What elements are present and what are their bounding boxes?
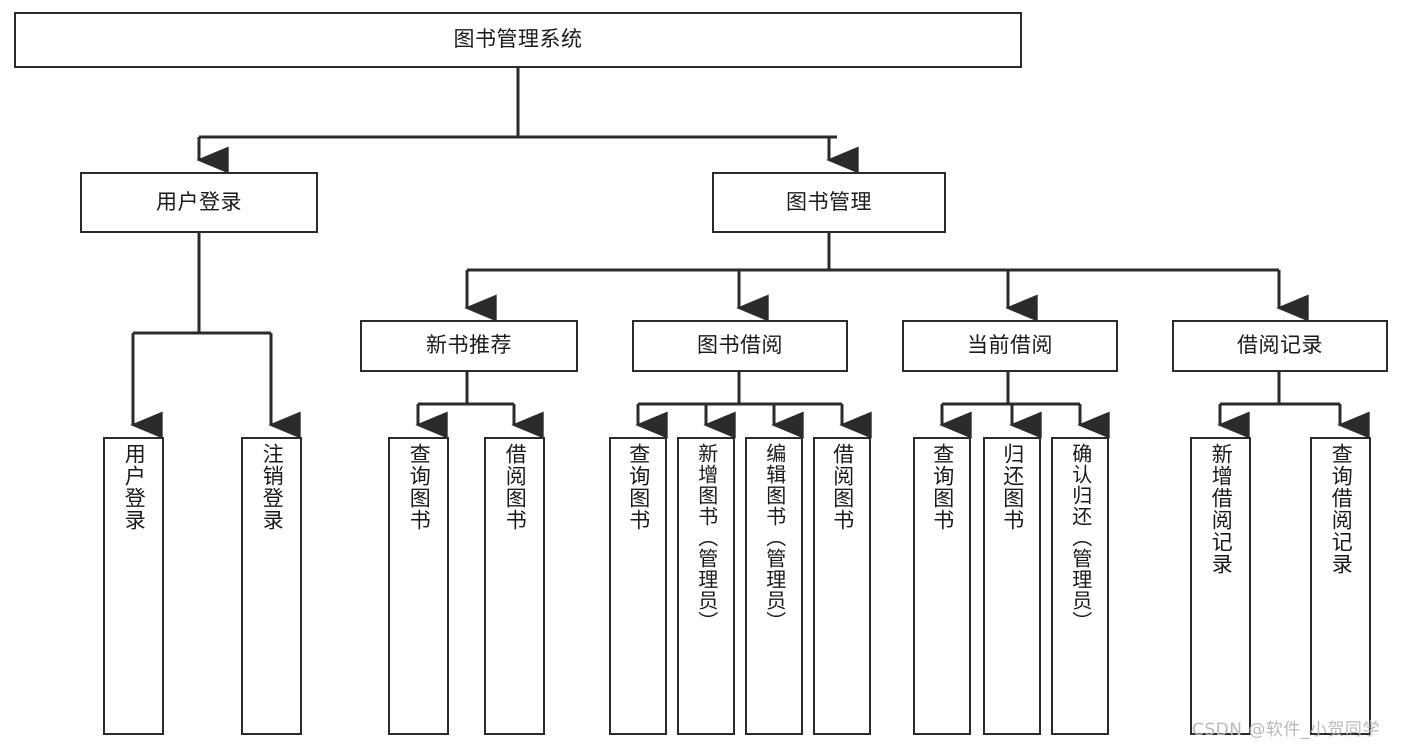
- node-leaf-return-book[interactable]: 归还图书: [983, 437, 1041, 735]
- node-leaf-confirm-return-admin[interactable]: 确认归还（管理员）: [1051, 437, 1109, 735]
- node-leaf-query-book-2[interactable]: 查询图书: [609, 437, 667, 735]
- node-book-borrow-label: 图书借阅: [697, 333, 783, 358]
- node-new-book-recommend-label: 新书推荐: [426, 333, 512, 358]
- node-leaf-return-book-label: 归还图书: [1000, 443, 1025, 531]
- node-leaf-query-borrow-record-label: 查询借阅记录: [1329, 443, 1354, 575]
- node-leaf-query-book-2-label: 查询图书: [626, 443, 651, 531]
- node-current-borrow-label: 当前借阅: [967, 333, 1053, 358]
- node-user-login-label: 用户登录: [156, 189, 242, 214]
- node-borrow-record[interactable]: 借阅记录: [1172, 320, 1388, 372]
- node-root-label: 图书管理系统: [453, 27, 583, 52]
- node-leaf-query-borrow-record[interactable]: 查询借阅记录: [1310, 437, 1371, 735]
- node-leaf-query-book-3-label: 查询图书: [930, 443, 955, 531]
- node-leaf-edit-book-admin-label: 编辑图书（管理员）: [762, 443, 787, 632]
- node-leaf-user-login[interactable]: 用户登录: [103, 437, 164, 735]
- node-leaf-borrow-book-1[interactable]: 借阅图书: [484, 437, 545, 735]
- node-book-borrow[interactable]: 图书借阅: [632, 320, 848, 372]
- node-leaf-edit-book-admin[interactable]: 编辑图书（管理员）: [745, 437, 803, 735]
- node-leaf-query-book-1[interactable]: 查询图书: [388, 437, 449, 735]
- node-user-login[interactable]: 用户登录: [80, 172, 318, 233]
- node-leaf-add-book-admin-label: 新增图书（管理员）: [694, 443, 719, 632]
- node-leaf-add-book-admin[interactable]: 新增图书（管理员）: [677, 437, 735, 735]
- node-leaf-user-login-label: 用户登录: [122, 443, 147, 531]
- node-root[interactable]: 图书管理系统: [14, 12, 1022, 68]
- node-leaf-add-borrow-record[interactable]: 新增借阅记录: [1190, 437, 1251, 735]
- node-leaf-borrow-book-2[interactable]: 借阅图书: [813, 437, 871, 735]
- node-leaf-borrow-book-1-label: 借阅图书: [503, 443, 528, 531]
- node-leaf-query-book-1-label: 查询图书: [407, 443, 432, 531]
- node-leaf-user-logout-label: 注销登录: [260, 443, 285, 531]
- node-leaf-borrow-book-2-label: 借阅图书: [830, 443, 855, 531]
- node-new-book-recommend[interactable]: 新书推荐: [360, 320, 578, 372]
- csdn-watermark: CSDN @软件_小贺同学: [1192, 720, 1380, 740]
- node-leaf-confirm-return-admin-label: 确认归还（管理员）: [1068, 443, 1093, 632]
- node-borrow-record-label: 借阅记录: [1237, 333, 1323, 358]
- node-current-borrow[interactable]: 当前借阅: [902, 320, 1118, 372]
- node-book-management-label: 图书管理: [786, 189, 872, 214]
- node-leaf-query-book-3[interactable]: 查询图书: [913, 437, 971, 735]
- node-leaf-user-logout[interactable]: 注销登录: [241, 437, 302, 735]
- node-book-management[interactable]: 图书管理: [712, 172, 946, 233]
- node-leaf-add-borrow-record-label: 新增借阅记录: [1209, 443, 1234, 575]
